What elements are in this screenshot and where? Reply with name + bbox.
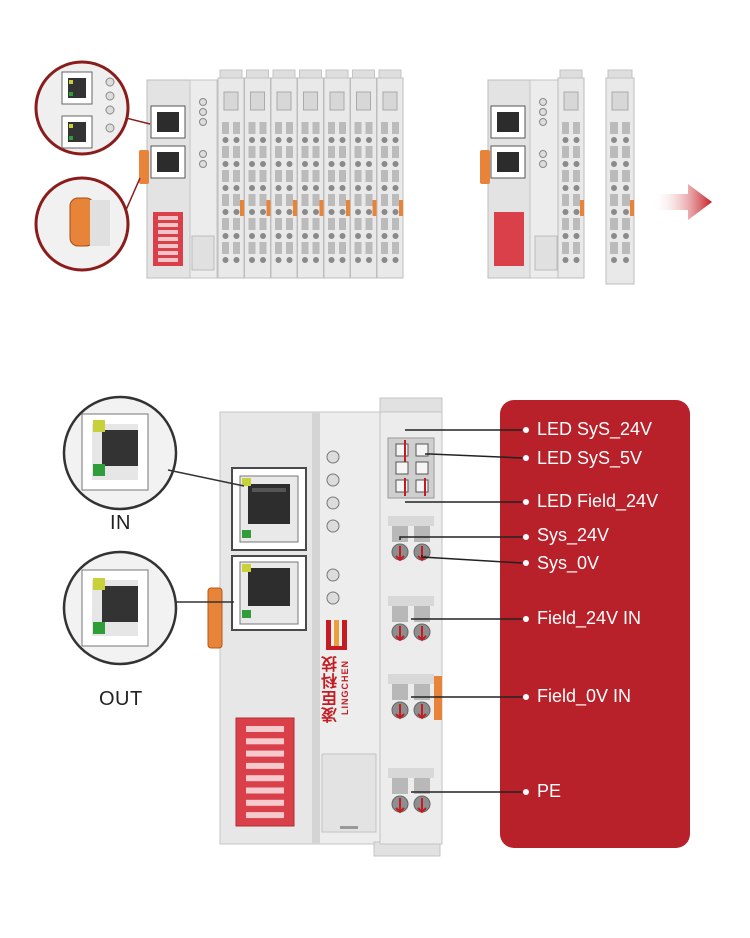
- pin-label-sys-24v: Sys_24V: [537, 525, 610, 545]
- pin-label-led-field-24v: LED Field_24V: [537, 491, 659, 511]
- port-label-out: OUT: [99, 688, 143, 710]
- zoom-port-out: [62, 550, 234, 666]
- coupler-closeup: [207, 397, 443, 857]
- arrow-right-icon: [652, 184, 712, 220]
- brand-cn: 凌臣科技: [323, 655, 340, 723]
- latch-icon: [207, 587, 223, 649]
- pin-label-field-0v-in: Field_0V IN: [537, 686, 632, 706]
- pin-legend-panel: [500, 400, 690, 848]
- zoom-port-in: [62, 395, 245, 511]
- brand-logo: [326, 620, 347, 650]
- pin-label-pe: PE: [537, 781, 562, 801]
- dip-switch: [235, 717, 295, 827]
- pin-label-led-sys-5v: LED SyS_5V: [537, 448, 643, 468]
- ethernet-port-out: [231, 555, 307, 631]
- port-label-in: IN: [110, 512, 131, 534]
- top-assembly: [139, 69, 404, 279]
- pin-label-field-24v-in: Field_24V IN: [537, 608, 642, 628]
- status-leds: [326, 450, 340, 605]
- top-right-assembly: [480, 69, 712, 285]
- brand-en: LINGCHEN: [340, 660, 350, 715]
- pin-label-led-sys-24v: LED SyS_24V: [537, 419, 653, 439]
- zoom-latch: [34, 176, 141, 272]
- zoom-ethernet: [34, 60, 151, 156]
- ethernet-port-in: [231, 467, 307, 551]
- pin-label-sys-0v: Sys_0V: [537, 553, 600, 573]
- ethernet-port-icon: [150, 105, 186, 179]
- io-module-stack: [217, 69, 404, 279]
